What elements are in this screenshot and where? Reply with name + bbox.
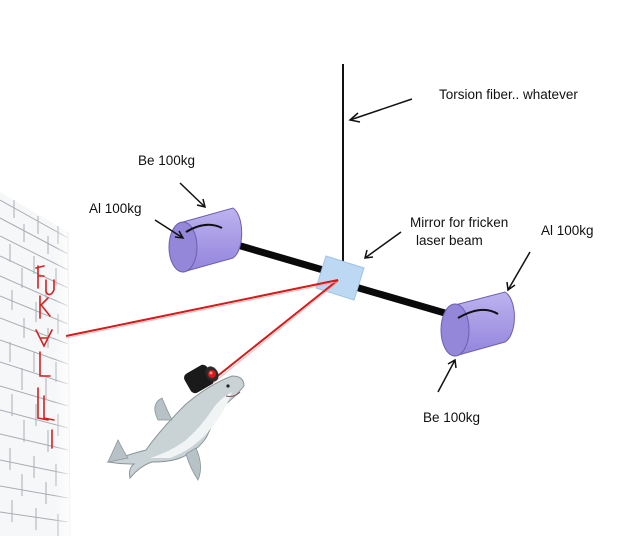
label-torsion-fiber: Torsion fiber.. whatever <box>439 87 578 102</box>
mass-left <box>168 207 243 273</box>
arrow-be-bottom <box>437 358 457 393</box>
label-al-right: Al 100kg <box>541 223 594 238</box>
brick-wall <box>0 190 74 536</box>
arrow-al-right <box>506 251 531 292</box>
label-be-top: Be 100kg <box>138 153 196 168</box>
arrow-al-left <box>154 219 185 239</box>
shark-with-laser <box>106 364 245 481</box>
label-mirror-line1: Mirror for fricken <box>410 215 509 230</box>
mass-right <box>440 291 515 357</box>
label-be-bottom: Be 100kg <box>423 410 481 425</box>
mirror <box>315 255 365 301</box>
arrow-torsion <box>348 98 413 123</box>
arrow-be-top <box>179 182 207 209</box>
rod-right <box>351 282 463 322</box>
laser-device <box>184 364 219 394</box>
label-al-left: Al 100kg <box>89 201 142 216</box>
laser-beam <box>65 279 339 383</box>
label-mirror-line2: laser beam <box>416 233 483 248</box>
annotation-arrows <box>154 98 531 393</box>
arrow-mirror <box>364 231 402 259</box>
wall-graffiti <box>35 265 55 449</box>
